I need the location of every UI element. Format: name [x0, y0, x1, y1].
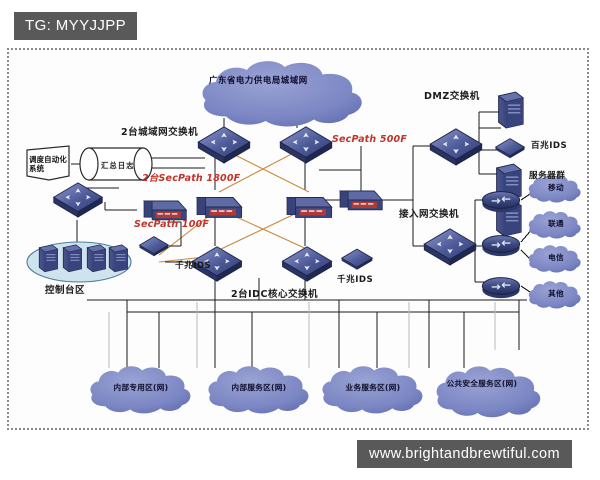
idc-core-switches-label: 2台IDC核心交换机: [231, 289, 319, 300]
metro-cloud-label: 广东省电力供电局城域网: [209, 75, 308, 85]
zone-cloud-label-3: 公共安全服务区(网): [446, 379, 518, 388]
access-switch-label: 接入网交换机: [399, 209, 460, 220]
secpath-100f-label: SecPath 100F: [134, 219, 210, 230]
network-topology-diagram: 广东省电力供电局城域网 2台城域网交换机 2台SecPath 1800F Sec…: [7, 48, 589, 430]
secpath-500f: [339, 190, 383, 211]
secpath-100f: [143, 200, 187, 221]
hundred-meg-ids-label: 百兆IDS: [531, 141, 568, 151]
dmz-server-top: [498, 91, 524, 129]
giga-ids-center-label: 千兆IDS: [337, 275, 374, 285]
dispatch-banner-label: 调度自动化系统: [29, 155, 67, 173]
log-cylinder-shape: [79, 147, 153, 181]
console-zone-group: [26, 241, 132, 283]
metro-switch-1: [197, 126, 251, 164]
carrier-router-2: [481, 234, 521, 257]
dmz-switch-label: DMZ交换机: [424, 91, 480, 102]
carrier-cloud-label-1: 联通: [548, 219, 564, 228]
secpath-1800f-1: [196, 197, 243, 218]
console-zone-label: 控制台区: [45, 285, 86, 296]
metro-switch-2: [279, 126, 333, 164]
zone-cloud-label-0: 内部专用区(网): [113, 383, 169, 392]
giga-ids-left: [139, 236, 169, 257]
carrier-cloud-label-0: 移动: [548, 183, 564, 192]
giga-ids-left-label: 千兆IDS: [175, 261, 212, 271]
zone-cloud-label-2: 业务服务区(网): [345, 383, 401, 392]
carrier-router-1: [481, 190, 521, 213]
watermark-badge: www.brightandbrewtiful.com: [357, 440, 572, 468]
access-switch: [423, 228, 477, 266]
hundred-meg-ids: [495, 138, 525, 159]
metro-network-cloud: [202, 61, 362, 127]
carrier-cloud-label-3: 其他: [548, 289, 564, 298]
log-cylinder-label: 汇总日志: [101, 161, 135, 170]
secpath-500f-label: SecPath 500F: [332, 134, 408, 145]
zone-cloud-3: [436, 366, 541, 418]
zone-cloud-label-1: 内部服务区(网): [231, 383, 287, 392]
carrier-cloud-label-2: 电信: [548, 253, 564, 262]
giga-ids-center: [341, 248, 373, 271]
secpath-1800f-2: [286, 197, 333, 218]
idc-core-switch-2: [281, 246, 333, 282]
dmz-switch: [429, 128, 483, 166]
topology-canvas: [26, 61, 581, 418]
secpath-1800f-label: 2台SecPath 1800F: [142, 173, 241, 184]
carrier-router-3: [481, 276, 521, 299]
tag-badge: TG: MYYJJPP: [14, 12, 138, 40]
server-farm-label: 服务器群: [529, 171, 566, 181]
dispatch-banner-shape: [26, 145, 70, 181]
metro-switches-label: 2台城域网交换机: [121, 127, 199, 138]
